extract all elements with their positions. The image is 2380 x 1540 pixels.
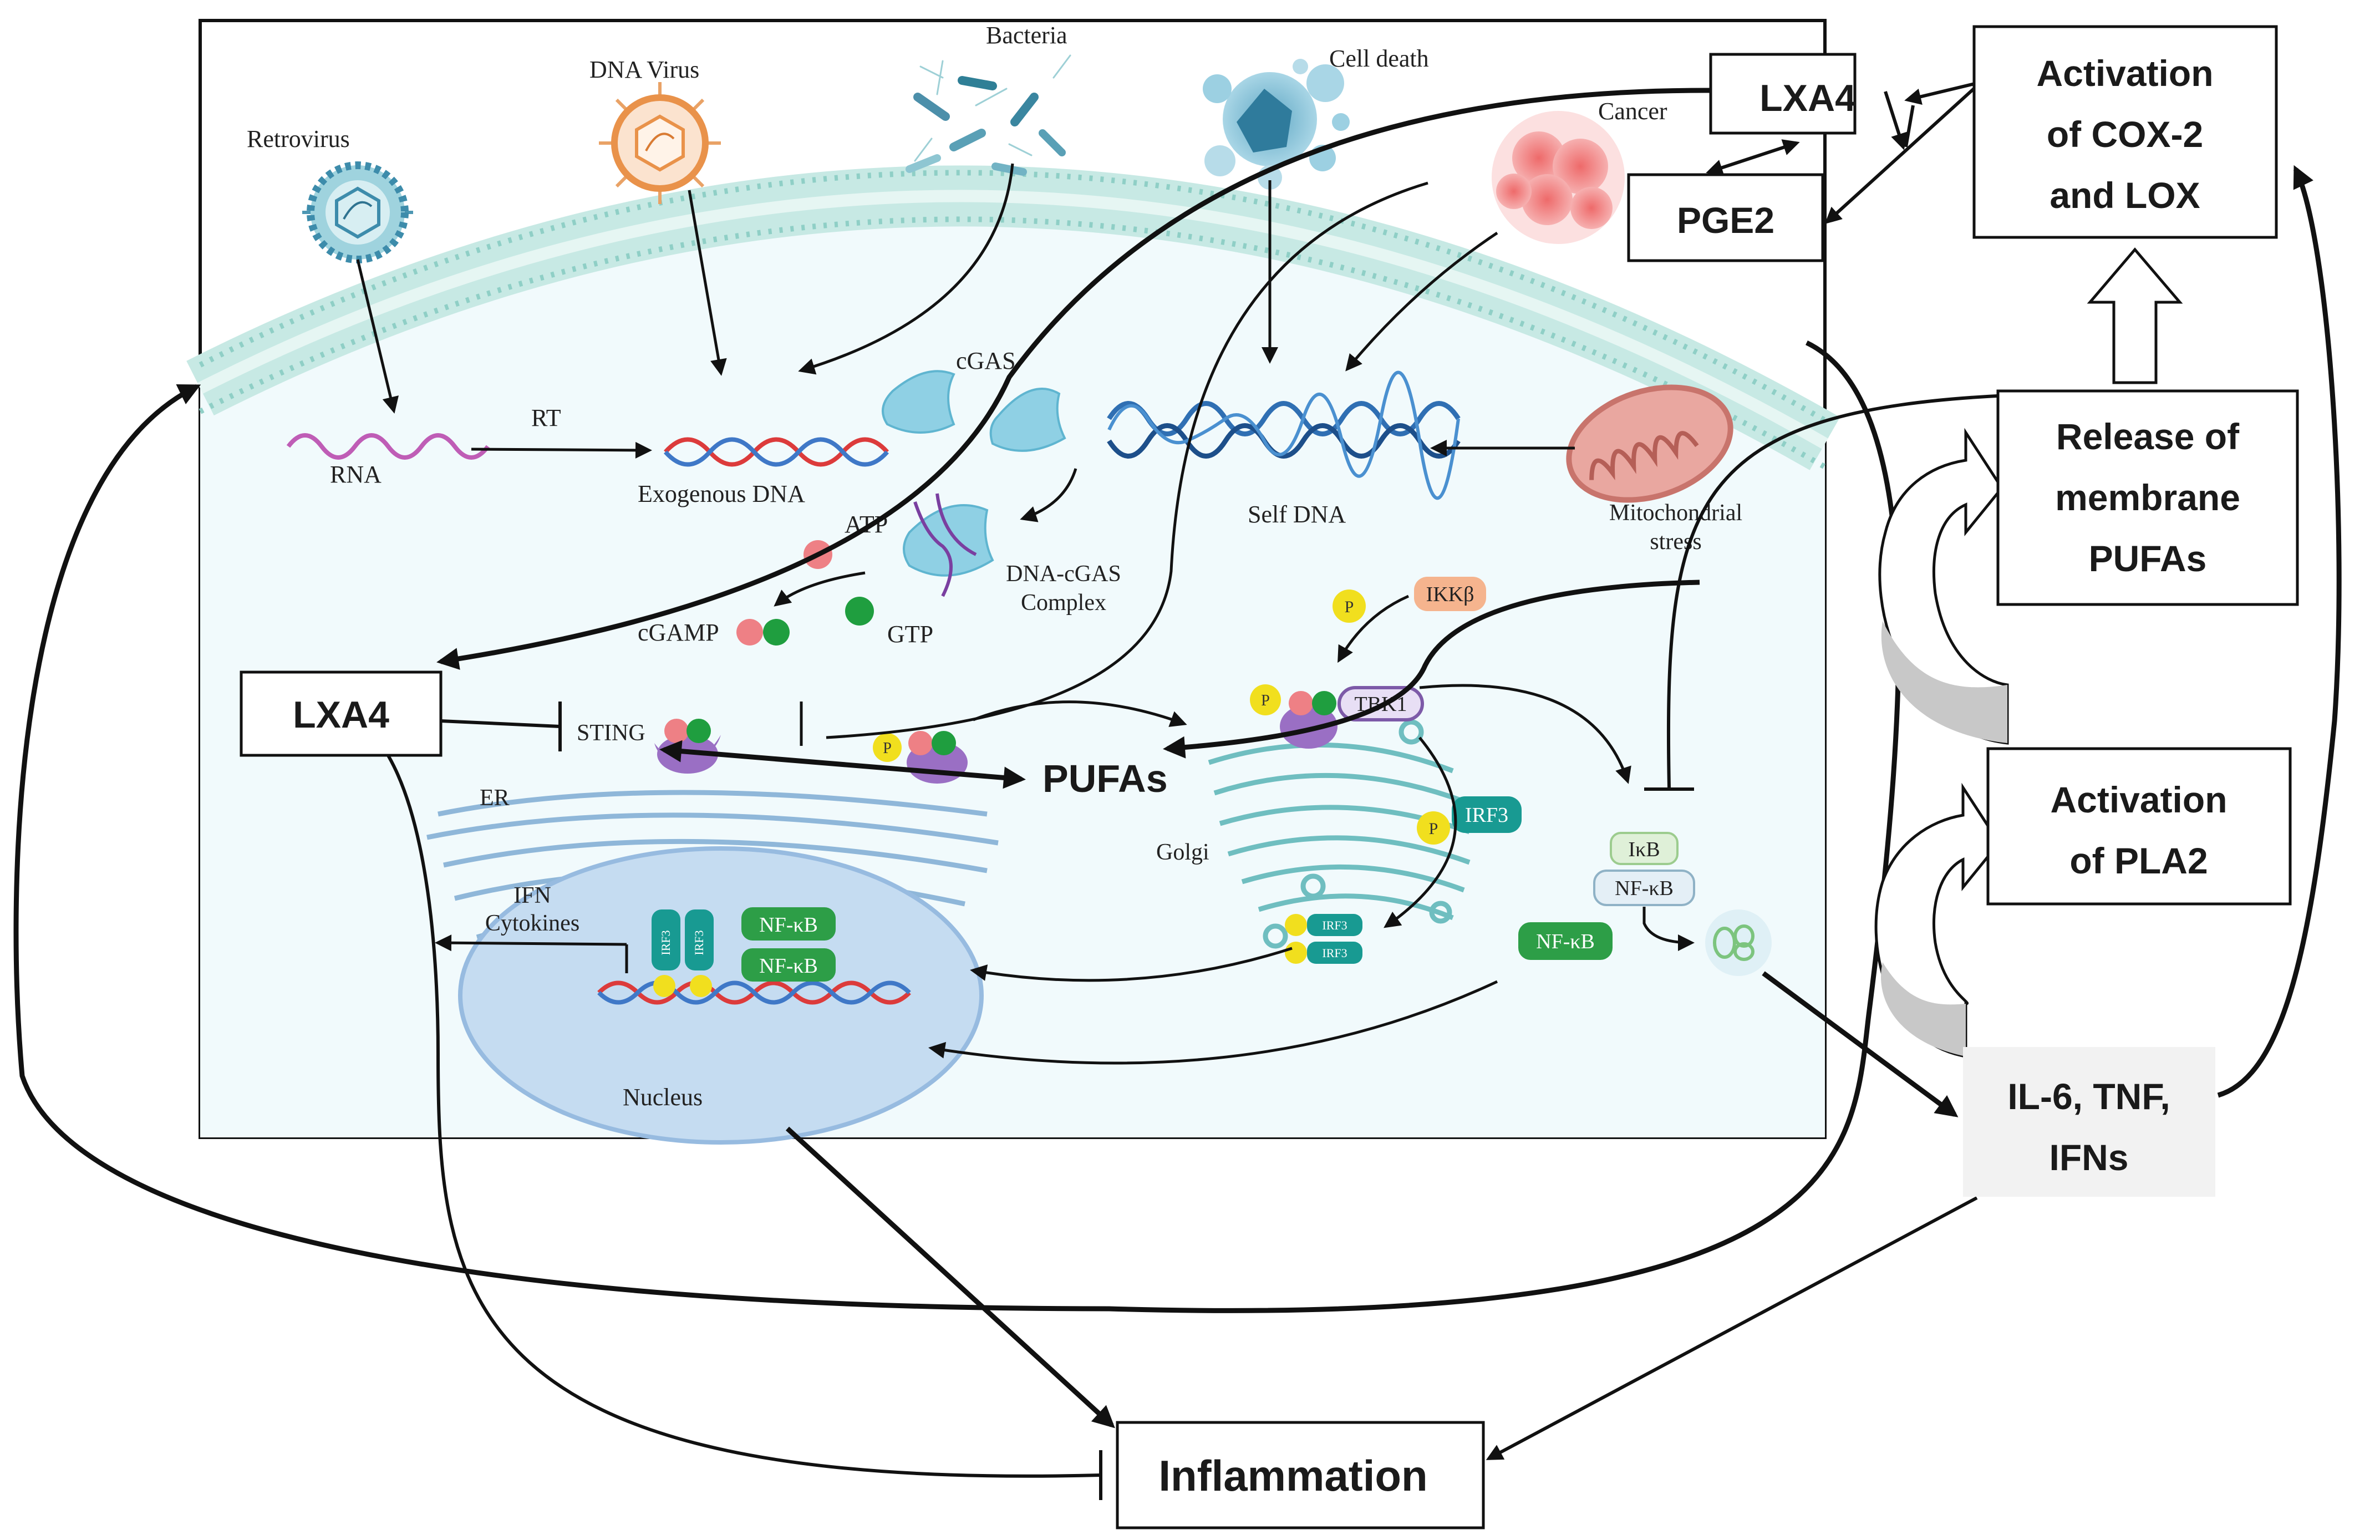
cgas-enzymes (882, 370, 1066, 597)
label-cgas: cGAS (956, 347, 1016, 374)
label-rna: RNA (330, 461, 382, 488)
svg-text:IRF3: IRF3 (659, 930, 673, 955)
label-dna-cgas-complex: DNA-cGAS Complex (1006, 561, 1121, 616)
release-txt-line: Release of (2056, 416, 2240, 457)
svg-text:PGE2: PGE2 (1677, 200, 1774, 241)
svg-text:IκB: IκB (1628, 838, 1660, 861)
ikkb-kinase: P IKKβ (1333, 577, 1486, 623)
svg-text:NF-κB: NF-κB (759, 913, 818, 937)
svg-text:IKKβ: IKKβ (1426, 583, 1474, 606)
rna-strand (286, 433, 490, 460)
svg-text:NF-κB: NF-κB (1615, 877, 1674, 900)
label-golgi: Golgi (1156, 840, 1209, 865)
nuclear-transcription-factors: IRF3 IRF3 NF-κB NF-κB (652, 907, 836, 997)
label-pufas: PUFAs (1042, 757, 1168, 800)
label-cell-death: Cell death (1329, 45, 1429, 72)
box-cytokines: IL-6, TNF, IFNs (1963, 1047, 2215, 1197)
svg-text:NF-κB: NF-κB (759, 954, 818, 978)
complex-lbl-line: DNA-cGAS (1006, 561, 1121, 587)
nfkb-free (1518, 922, 1613, 960)
label-exogenous-dna: Exogenous DNA (638, 480, 805, 507)
cox-txt-line: Activation (2036, 53, 2213, 94)
svg-text:IRF3: IRF3 (1465, 804, 1508, 827)
box-lxa4-top: LXA4 (1709, 53, 1857, 135)
box-cox-lox: Activation of COX-2 and LOX (1972, 25, 2278, 239)
hollow-arrows (1874, 247, 2183, 1058)
cyto-txt-line: IFNs (2049, 1137, 2128, 1178)
svg-text:IRF3: IRF3 (1322, 946, 1347, 960)
cox-txt-line: of COX-2 (2047, 114, 2203, 155)
label-er: ER (480, 785, 510, 811)
irf3-dimer: IRF3 IRF3 (1285, 914, 1362, 964)
svg-text:P: P (883, 740, 892, 757)
label-ifn-cytokines: IFN Cytokines (485, 883, 579, 936)
cgamp-green-dot (763, 619, 790, 646)
cgamp-pink-dot (736, 619, 763, 646)
svg-text:LXA4: LXA4 (293, 694, 389, 736)
label-sting: STING (577, 720, 645, 746)
dna-virus-icon (599, 82, 721, 204)
cyto-txt-line: IL-6, TNF, (2007, 1076, 2170, 1117)
retrovirus-icon (302, 161, 413, 263)
svg-text:IL-6, TNF,IFNs: IL-6, TNF, IFNs (2007, 1076, 2170, 1178)
mitochondrion-icon (1566, 384, 1733, 503)
ifn-lbl-line: IFN (513, 883, 551, 908)
label-rt: RT (531, 404, 561, 431)
box-arrows (348, 82, 2008, 1500)
self-dna (1107, 370, 1461, 500)
label-self-dna: Self DNA (1248, 501, 1346, 528)
svg-text:IRF3: IRF3 (1322, 918, 1347, 932)
label-atp: ATP (845, 511, 888, 538)
svg-text:P: P (1261, 692, 1270, 709)
cox-txt-line: and LOX (2050, 175, 2200, 216)
svg-text:P: P (1429, 820, 1438, 838)
label-cancer: Cancer (1598, 98, 1667, 125)
svg-text:Inflammation: Inflammation (1158, 1451, 1427, 1500)
exogenous-dna (664, 437, 889, 467)
pla2-txt-line: of PLA2 (2069, 840, 2208, 881)
svg-text:NF-κB: NF-κB (1536, 930, 1595, 953)
cell-death-icon (1203, 59, 1350, 190)
bold-arrows (13, 88, 2342, 1429)
box-pla2: Activation of PLA2 (1986, 747, 2292, 906)
nuclear-dna (597, 980, 911, 1005)
label-gtp: GTP (887, 621, 933, 648)
label-bacteria: Bacteria (986, 22, 1067, 49)
release-txt-line: PUFAs (2089, 538, 2207, 579)
release-txt-line: membrane (2055, 477, 2240, 518)
up-arrow-to-cox (2087, 247, 2183, 384)
mito-lbl-line: Mitochondrial (1609, 500, 1742, 526)
cell-labels: Retrovirus DNA Virus Bacteria Cell death… (247, 22, 1742, 1111)
svg-text:LXA4: LXA4 (1759, 77, 1856, 119)
irf3-factor: P IRF3 (1417, 796, 1522, 845)
svg-text:IRF3: IRF3 (692, 930, 706, 955)
pla2-txt-line: Activation (2050, 779, 2227, 820)
label-retrovirus: Retrovirus (247, 125, 350, 153)
boxes: LXA4 PGE2 Activation of COX-2 and LOX Rele… (240, 25, 2299, 1529)
label-nucleus: Nucleus (623, 1084, 703, 1111)
label-cgamp: cGAMP (638, 619, 719, 646)
ikb-nfkb-complex: IκB NF-κB NF-κB (1518, 832, 1772, 976)
ifn-lbl-line: Cytokines (485, 911, 579, 936)
label-dna-virus: DNA Virus (589, 56, 699, 83)
svg-text:P: P (1345, 598, 1354, 616)
cancer-icon (1492, 111, 1625, 244)
gtp-dot (845, 597, 874, 626)
pathway-arrows (356, 163, 1695, 1065)
complex-lbl-line: Complex (1021, 590, 1106, 616)
box-pge2: PGE2 (1627, 173, 1824, 262)
box-lxa4-left: LXA4 (240, 670, 443, 757)
box-inflammation: Inflammation (1116, 1421, 1485, 1529)
bacteria-icon (906, 54, 1071, 176)
